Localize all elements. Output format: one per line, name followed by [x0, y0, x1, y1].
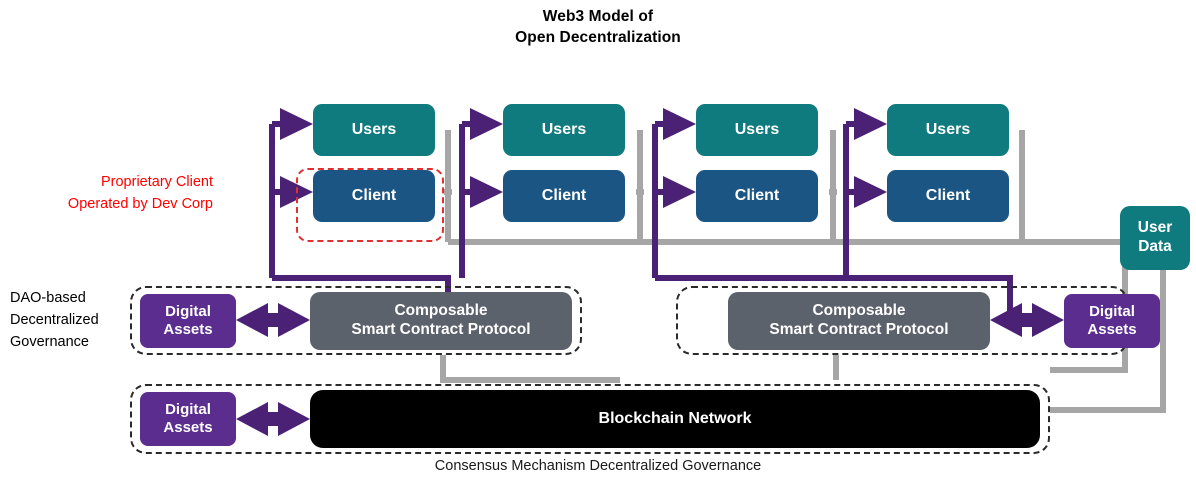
node-client-4[interactable]: Client: [887, 170, 1009, 222]
title-line-1: Web3 Model of: [542, 8, 654, 25]
dao-label-line-1: DAO-based: [10, 290, 86, 306]
node-digital-assets-right-line-1: Digital: [1089, 303, 1135, 320]
node-blockchain-network-label: Blockchain Network: [598, 410, 752, 428]
node-protocol-right-line-1: Composable: [812, 302, 906, 320]
node-user-data-line-1: User: [1137, 219, 1173, 237]
proprietary-client-label-line-2: Operated by Dev Corp: [67, 195, 213, 212]
arrow-into-client-4: [854, 176, 887, 208]
node-client-3-label: Client: [734, 187, 780, 205]
arrow-into-users-1: [280, 108, 313, 140]
node-protocol-left-line-2: Smart Contract Protocol: [351, 321, 531, 338]
gray-wire-protocol-left-stub: [440, 355, 620, 383]
arrow-into-users-4: [854, 108, 887, 140]
node-protocol-right[interactable]: Composable Smart Contract Protocol: [728, 292, 990, 350]
node-protocol-left-line-1: Composable: [394, 302, 488, 320]
dao-governance-label: DAO-based Decentralized Governance: [10, 288, 128, 353]
node-digital-assets-left[interactable]: Digital Assets: [140, 294, 236, 348]
node-protocol-left[interactable]: Composable Smart Contract Protocol: [310, 292, 572, 350]
node-digital-assets-chain[interactable]: Digital Assets: [140, 392, 236, 446]
dao-label-line-2: Decentralized: [10, 311, 99, 328]
node-digital-assets-left-line-1: Digital: [165, 303, 211, 320]
arrow-into-client-3: [663, 176, 696, 208]
title-line-2: Open Decentralization: [515, 29, 681, 47]
node-user-data-line-2: Data: [1138, 238, 1172, 255]
node-users-1-label: Users: [351, 121, 397, 139]
proprietary-client-label: Proprietary Client Operated by Dev Corp: [8, 172, 213, 216]
node-digital-assets-chain-line-2: Assets: [163, 419, 213, 436]
consensus-group: [130, 384, 1050, 454]
node-digital-assets-right-line-2: Assets: [1087, 321, 1137, 338]
node-users-2[interactable]: Users: [503, 104, 625, 156]
node-client-3[interactable]: Client: [696, 170, 818, 222]
node-users-4[interactable]: Users: [887, 104, 1009, 156]
arrow-into-users-2: [470, 108, 503, 140]
node-client-2-label: Client: [541, 187, 587, 205]
arrow-into-client-2: [470, 176, 503, 208]
arrow-into-users-3: [663, 108, 696, 140]
dao-label-line-3: Governance: [10, 333, 89, 350]
node-users-3[interactable]: Users: [696, 104, 818, 156]
node-digital-assets-left-line-2: Assets: [163, 321, 213, 338]
node-digital-assets-chain-line-1: Digital: [165, 401, 211, 418]
node-client-2[interactable]: Client: [503, 170, 625, 222]
proprietary-client-label-line-1: Proprietary Client: [100, 174, 213, 190]
node-client-1[interactable]: Client: [313, 170, 435, 222]
dao-governance-group-left: [130, 286, 582, 355]
page-title: Web3 Model of Open Decentralization: [0, 6, 1196, 49]
node-user-data[interactable]: User Data: [1120, 206, 1190, 270]
node-protocol-right-line-2: Smart Contract Protocol: [769, 321, 949, 338]
proprietary-client-highlight: [296, 168, 444, 242]
node-users-4-label: Users: [925, 121, 971, 139]
node-users-2-label: Users: [541, 121, 587, 139]
node-client-1-label: Client: [351, 187, 397, 205]
node-users-1[interactable]: Users: [313, 104, 435, 156]
consensus-caption: Consensus Mechanism Decentralized Govern…: [434, 458, 762, 474]
node-client-4-label: Client: [925, 187, 971, 205]
node-users-3-label: Users: [734, 121, 780, 139]
node-blockchain-network[interactable]: Blockchain Network: [310, 390, 1040, 448]
node-digital-assets-right[interactable]: Digital Assets: [1064, 294, 1160, 348]
